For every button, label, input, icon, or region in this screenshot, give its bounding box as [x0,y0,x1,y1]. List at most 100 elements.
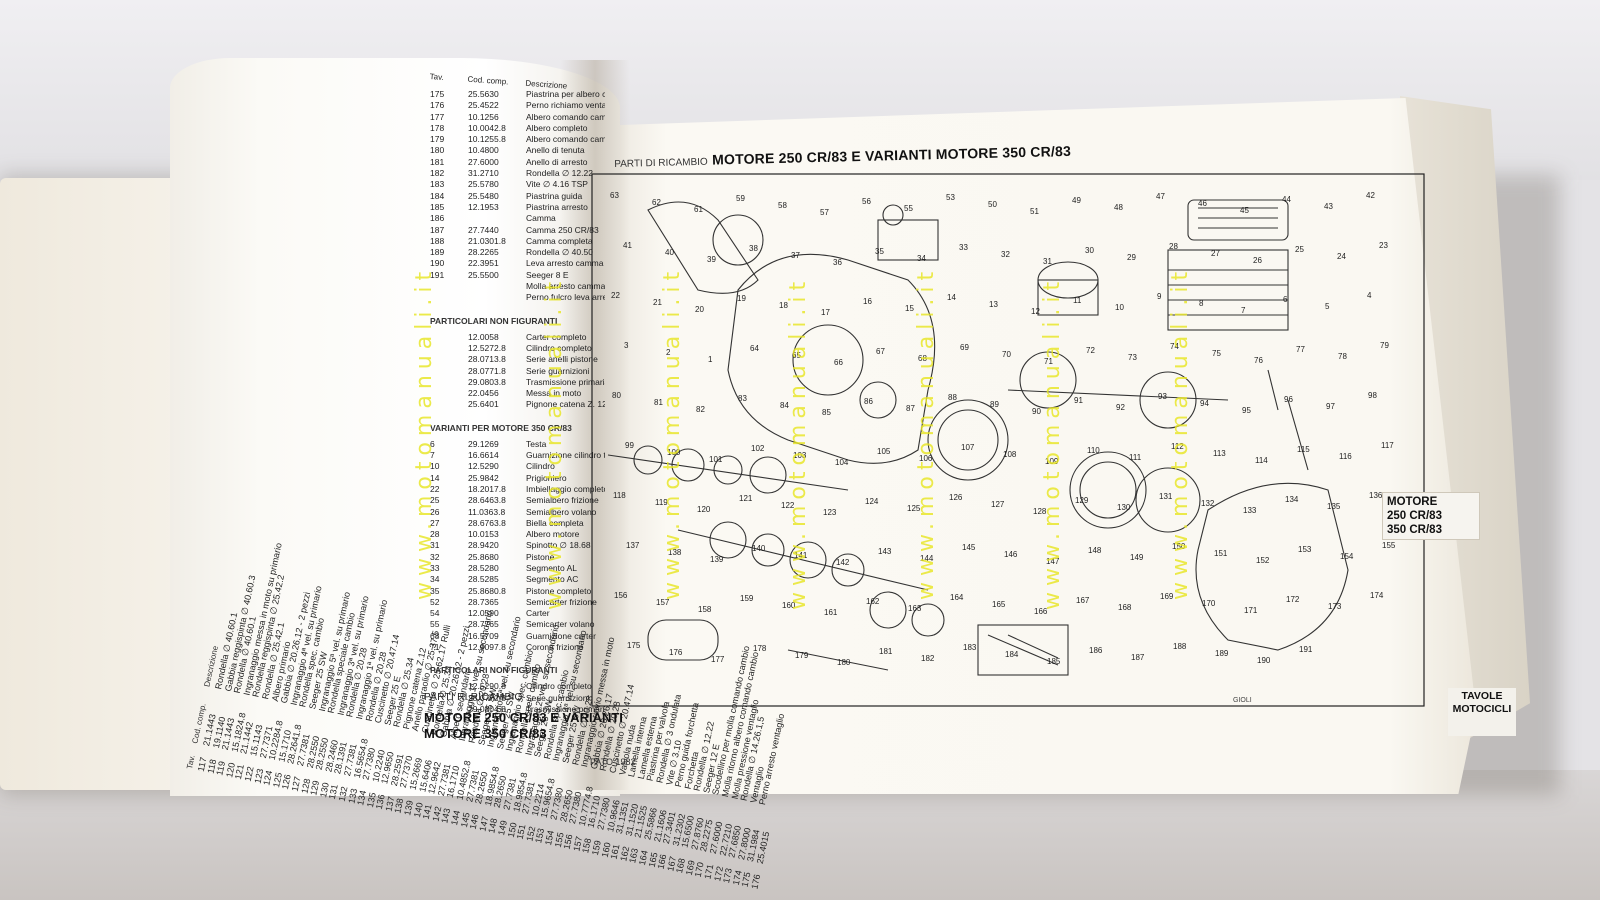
cell-code: 12.0590 [468,608,499,619]
cell-tav: 10 [430,461,440,472]
carburettor-cap [882,204,904,226]
cell-tav: 182 [430,168,445,179]
callout-number: 5 [1325,302,1330,311]
cell-code: 28.6463.8 [468,495,506,506]
cell-code: 29.1269 [468,438,499,449]
watermark-text: www.motomanuali.it [786,275,811,610]
cell-code: 22.3951 [468,258,499,269]
cell-tav: 183 [430,179,445,190]
callout-number: 137 [626,541,640,550]
callout-number: 63 [610,191,619,200]
reed-valve [977,624,1069,676]
callout-number: 82 [696,405,705,414]
cell-desc: Imbiellaggio completo [526,483,605,494]
callout-number: 159 [740,594,754,603]
cell-desc: Semicarter volano [526,619,595,630]
callout-number: 30 [1085,246,1094,255]
callout-number: 3 [624,341,629,350]
callout-number: 14 [947,293,956,302]
callout-number: 101 [709,455,723,464]
watermark-text: www.motomanuali.it [542,275,567,610]
cell-code: 28.7365 [468,596,499,607]
callout-number: 40 [665,248,674,257]
cell-desc: Rondella ∅ 12.22 [526,168,593,179]
callout-number: 46 [1198,199,1207,208]
diagram-frame [591,173,1425,707]
cell-desc: Segmento AL [526,562,578,573]
callout-number: 81 [654,398,663,407]
callout-number: 87 [906,404,915,413]
cell-desc: Perno richiamo ventaglio [526,100,605,111]
watermark-text: www.motomanuali.it [660,265,685,600]
cell-desc: Pistone [526,551,555,562]
callout-number: 61 [694,205,703,214]
callout-number: 149 [1130,553,1144,562]
cell-desc: Camma 250 CR/83 [526,224,599,235]
callout-number: 83 [738,394,747,403]
callout-number: 187 [1131,653,1145,662]
selector-drum [647,619,719,661]
callout-number: 21 [653,298,662,307]
cell-tav: 32 [430,551,440,562]
callout-number: 2 [666,348,671,357]
callout-number: 130 [1117,503,1131,512]
cell-desc: Anello di arresto [526,156,588,167]
cell-code: 10.0153 [468,529,499,540]
callout-number: 163 [908,604,922,613]
cell-tav: 54 [430,608,440,619]
cell-code: 27.6000 [468,156,499,167]
callout-number: 178 [753,644,767,653]
callout-number: 26 [1253,256,1262,265]
section-title-non-figuranti: PARTICOLARI NON FIGURANTI [430,315,558,326]
cell-code: 25.8680 [468,551,499,562]
flywheel-shape [712,214,764,266]
callout-number: 92 [1116,403,1125,412]
callout-number: 165 [992,600,1006,609]
callout-number: 17 [821,308,830,317]
callout-number: 88 [948,393,957,402]
tab-line: 250 CR/83 [1387,510,1442,522]
cell-code: 28.5280 [468,562,499,573]
callout-number: 28 [1169,242,1178,251]
cell-code: 28.2265 [468,247,499,258]
callout-number: 113 [1213,449,1226,458]
callout-number: 103 [793,451,807,460]
cell-desc: Albero comando cambio [526,134,605,145]
callout-number: 146 [1004,550,1018,559]
callout-number: 100 [667,448,681,457]
cell-code: 25.5480 [468,190,499,201]
cell-tav: 175 [430,89,445,99]
callout-number: 66 [834,358,843,367]
index-tab-motore[interactable]: MOTORE 250 CR/83 350 CR/83 [1382,492,1480,540]
cell-tav: 26 [430,506,440,517]
callout-number: 70 [1002,350,1011,359]
callout-number: 71 [1044,357,1053,366]
index-tab-tavole[interactable]: TAVOLE MOTOCICLI [1448,688,1516,736]
callout-number: 55 [904,204,913,213]
cell-desc: Prigioniero [526,472,567,483]
callout-number: 131 [1159,492,1173,501]
cell-code: 10.1255.8 [468,134,506,145]
callout-number: 32 [1001,250,1010,259]
callout-number: 99 [625,441,634,450]
header-subtitle: PARTI DI RICAMBIO [614,156,708,170]
callout-number: 108 [1003,450,1017,459]
callout-number: 134 [1285,495,1299,504]
callout-number: 19 [737,294,746,303]
callout-number: 136 [1369,491,1383,500]
callout-number: 190 [1257,656,1271,665]
callout-number: 35 [875,247,884,256]
cell-desc: Corona frizione [526,642,584,653]
footer-line-2: MOTORE 350 CR/83 [424,726,547,741]
callout-number: 179 [795,651,809,660]
callout-number: 95 [1242,406,1251,415]
callout-number: 181 [879,647,893,656]
cell-tav: 187 [430,224,445,235]
callout-number: 106 [919,454,933,463]
